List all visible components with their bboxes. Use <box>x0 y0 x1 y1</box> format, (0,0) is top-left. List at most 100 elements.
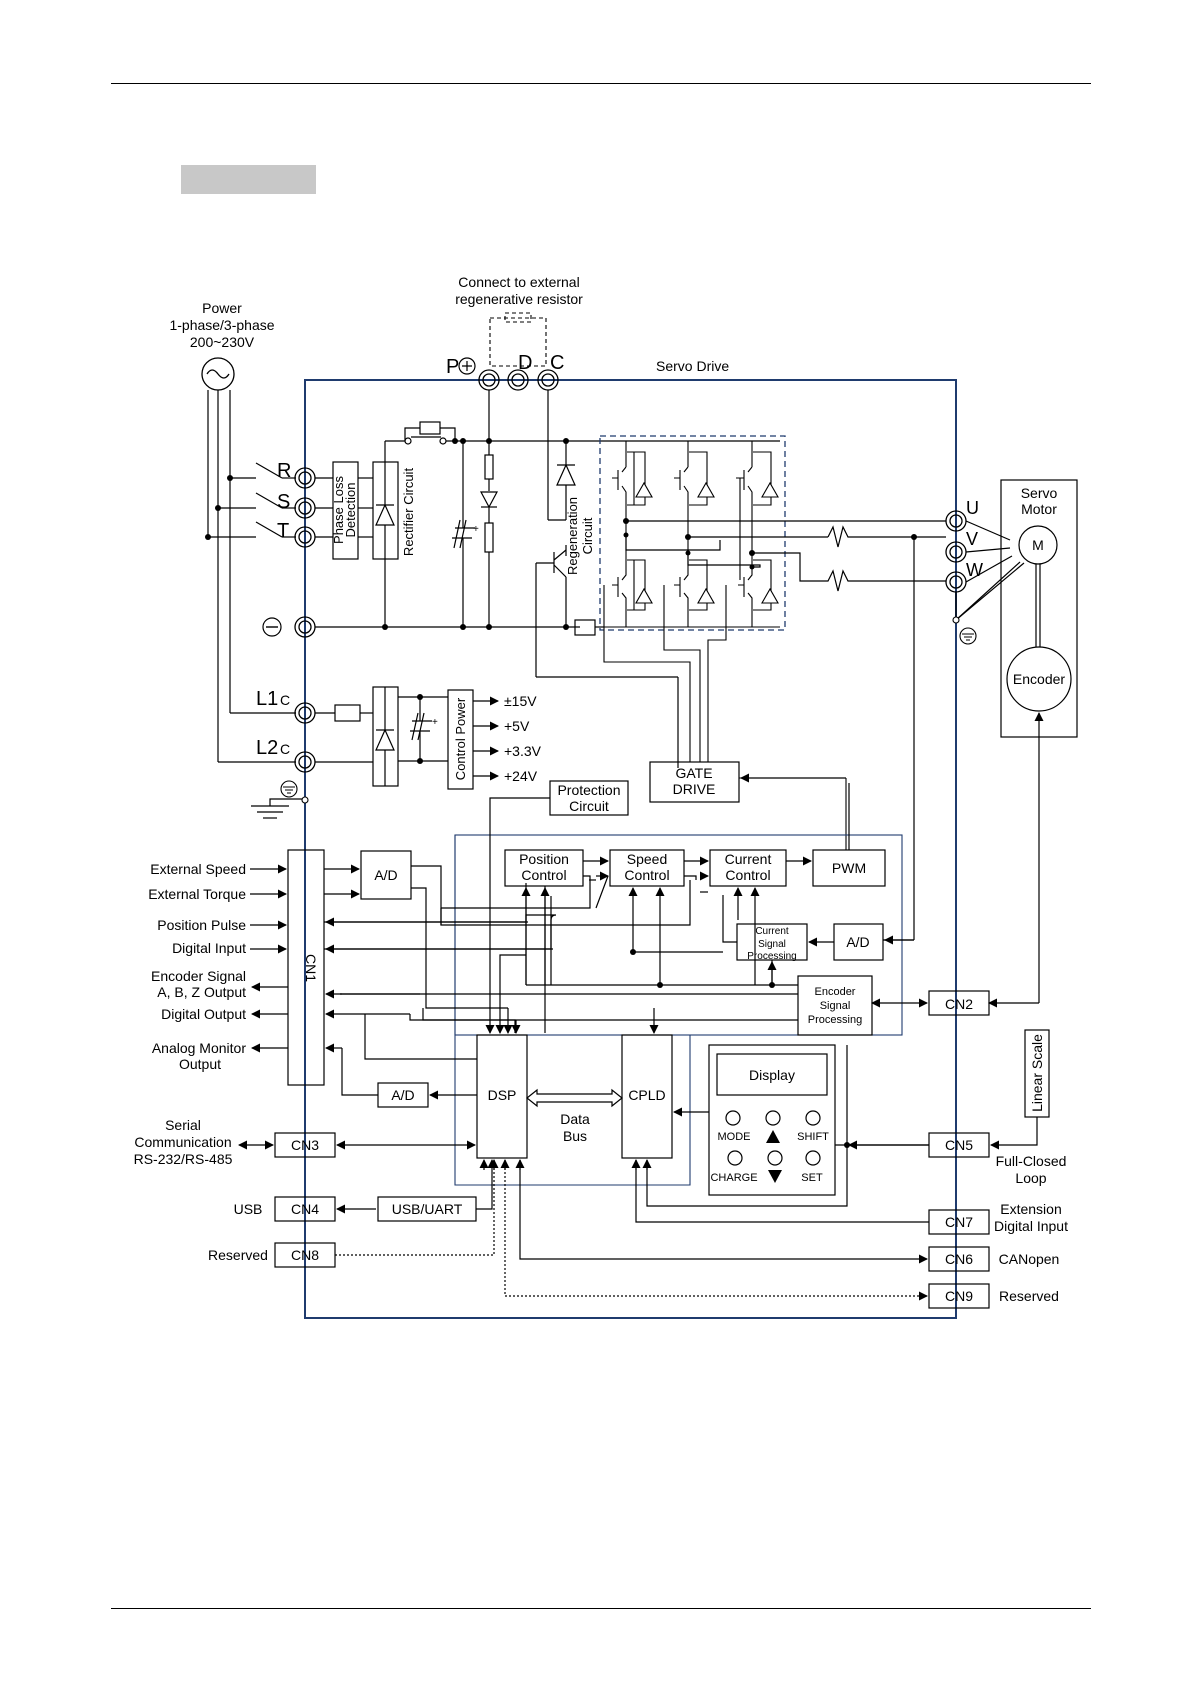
cn6-connector <box>928 1246 990 1272</box>
svg-text:Serial: Serial <box>165 1117 201 1133</box>
svg-text:CN7: CN7 <box>945 1214 973 1230</box>
svg-text:Control: Control <box>521 867 566 883</box>
svg-text:Digital Output: Digital Output <box>161 1006 246 1022</box>
svg-text:Detection: Detection <box>343 483 358 538</box>
servo-drive-enclosure <box>304 379 957 1319</box>
svg-text:C: C <box>550 352 564 374</box>
svg-text:+: + <box>473 524 479 535</box>
up-arrow-icon <box>766 1130 780 1143</box>
svg-text:CPLD: CPLD <box>628 1087 665 1103</box>
servo-motor-box <box>1000 479 1078 738</box>
connect-ext-label: Connect to external <box>458 274 579 290</box>
svg-text:Data: Data <box>560 1111 590 1127</box>
svg-text:Linear Scale: Linear Scale <box>1029 1034 1045 1112</box>
svg-text:MODE: MODE <box>718 1131 751 1143</box>
rectifier-label: Rectifier Circuit <box>401 468 416 557</box>
svg-text:Protection: Protection <box>557 782 620 798</box>
svg-text:L1: L1 <box>256 688 278 710</box>
svg-text:Current: Current <box>725 851 772 867</box>
svg-text:+: + <box>432 717 438 728</box>
ad-converter-input <box>360 850 412 900</box>
mode-key[interactable] <box>725 1110 741 1126</box>
header-rule <box>111 83 1091 84</box>
svg-text:Position: Position <box>519 851 569 867</box>
svg-text:A/D: A/D <box>391 1087 414 1103</box>
ground-icon <box>959 627 977 645</box>
cn9-connector <box>928 1283 990 1309</box>
svg-text:R: R <box>277 460 291 482</box>
svg-text:Full-Closed: Full-Closed <box>996 1153 1067 1169</box>
svg-text:Motor: Motor <box>1021 501 1057 517</box>
cpld-block <box>621 1034 673 1159</box>
svg-text:Position Pulse: Position Pulse <box>157 917 246 933</box>
control-power-circuit <box>315 686 474 790</box>
svg-text:Signal: Signal <box>820 1000 851 1012</box>
cn1-arrows <box>250 864 288 1053</box>
external-resistor <box>489 312 547 367</box>
gate-drive-block <box>649 761 740 803</box>
svg-text:+3.3V: +3.3V <box>504 743 542 759</box>
svg-text:Regeneration: Regeneration <box>565 497 580 575</box>
svg-text:Communication: Communication <box>134 1134 231 1150</box>
cn4-connector <box>274 1196 336 1222</box>
terminals-r-s-t <box>294 467 333 548</box>
display-screen <box>716 1053 828 1096</box>
svg-text:Analog Monitor: Analog Monitor <box>152 1040 247 1056</box>
down-key-circle[interactable] <box>767 1150 783 1166</box>
svg-text:L2: L2 <box>256 737 278 759</box>
svg-text:DRIVE: DRIVE <box>673 781 716 797</box>
svg-text:CN2: CN2 <box>945 996 973 1012</box>
svg-text:U: U <box>966 498 979 518</box>
svg-text:Current: Current <box>755 926 789 937</box>
up-key-circle[interactable] <box>765 1110 781 1126</box>
svg-text:USB/UART: USB/UART <box>392 1201 463 1217</box>
svg-text:Control Power: Control Power <box>453 697 468 780</box>
current-control-block <box>709 849 787 887</box>
charge-indicator <box>727 1150 743 1166</box>
phase-loss-detection <box>332 461 359 560</box>
svg-text:RS-232/RS-485: RS-232/RS-485 <box>134 1151 233 1167</box>
svg-text:SHIFT: SHIFT <box>797 1131 829 1143</box>
plus-terminal-icon <box>458 357 476 375</box>
svg-text:CN8: CN8 <box>291 1247 319 1263</box>
cn3-connector <box>274 1132 336 1158</box>
igbt-inverter-bridge <box>599 435 786 631</box>
svg-text:D: D <box>518 352 532 374</box>
svg-text:External Speed: External Speed <box>150 861 246 877</box>
svg-text:Processing: Processing <box>808 1014 862 1026</box>
ac-power-source: Power 1-phase/3-phase 200~230V <box>169 300 275 391</box>
svg-text:Extension: Extension <box>1000 1201 1061 1217</box>
section-heading-placeholder <box>181 165 316 194</box>
svg-text:P: P <box>446 356 459 378</box>
svg-text:External Torque: External Torque <box>148 886 246 902</box>
svg-text:GATE: GATE <box>675 765 712 781</box>
cn1-connector <box>287 849 325 1086</box>
position-control-block <box>504 849 584 887</box>
svg-text:CN1: CN1 <box>303 954 319 982</box>
svg-text:M: M <box>1032 537 1044 553</box>
svg-text:T: T <box>277 520 289 542</box>
chassis-ground-icon <box>251 798 305 819</box>
svg-text:V: V <box>966 529 978 549</box>
svg-text:Encoder: Encoder <box>815 986 856 998</box>
motor-output-wires <box>625 520 946 940</box>
svg-text:C: C <box>280 741 290 757</box>
svg-text:Signal: Signal <box>758 939 786 950</box>
shift-key[interactable] <box>805 1110 821 1126</box>
svg-text:Power: Power <box>202 300 242 316</box>
set-key[interactable] <box>805 1150 821 1166</box>
svg-text:200~230V: 200~230V <box>190 334 255 350</box>
svg-text:CN5: CN5 <box>945 1137 973 1153</box>
svg-text:Circuit: Circuit <box>569 798 609 814</box>
svg-text:CN4: CN4 <box>291 1201 319 1217</box>
regeneration-circuit <box>535 441 679 768</box>
svg-text:Display: Display <box>749 1067 795 1083</box>
power-input-wires <box>207 390 296 763</box>
display-keypad-panel <box>708 1044 836 1196</box>
dsp-block <box>476 1034 528 1159</box>
svg-text:regenerative resistor: regenerative resistor <box>455 291 583 307</box>
svg-text:A, B, Z Output: A, B, Z Output <box>157 984 246 1000</box>
svg-text:USB: USB <box>234 1201 263 1217</box>
